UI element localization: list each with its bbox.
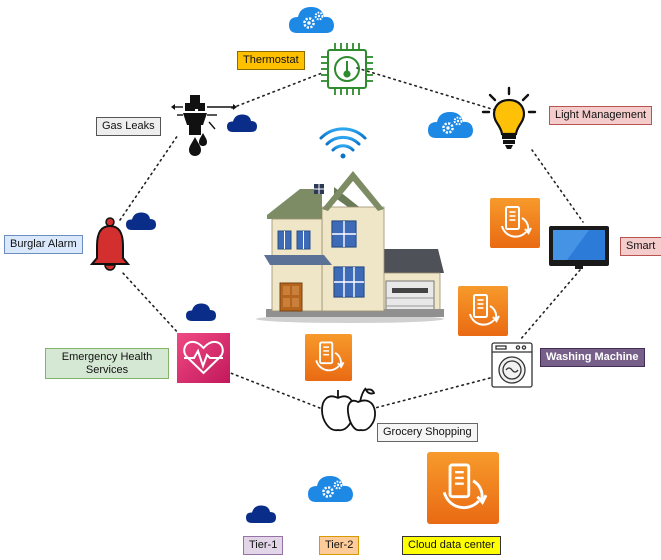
legend-cloud-data-center-label: Cloud data center: [402, 536, 501, 555]
grocery-apples-icon: [321, 387, 376, 432]
thermostat-chip-icon: [321, 43, 373, 95]
smart-tv-icon: [549, 226, 609, 269]
light-management-label: Light Management: [549, 106, 653, 125]
burglar-alarm-bell-icon: [89, 217, 131, 271]
washing-machine-icon: [491, 342, 533, 388]
tier1-edge-cloud-icon: [126, 212, 156, 230]
legend-tier2-cloud-icon: [306, 474, 355, 504]
gas-leak-icon: [171, 95, 237, 156]
legend-tier1-cloud-icon: [246, 505, 276, 523]
smart-tv-label: Smart: [620, 237, 661, 256]
cloud-data-center-icon: [489, 197, 541, 249]
connection-ring: [119, 67, 584, 411]
burglar-alarm-label: Burglar Alarm: [4, 235, 83, 254]
tier2-fog-cloud-icon: [287, 5, 336, 35]
emergency-health-label: Emergency Health Services: [45, 348, 169, 380]
house-illustration: [256, 171, 444, 323]
washing-machine-label: Washing Machine: [540, 348, 645, 367]
emergency-health-icon: [177, 333, 230, 383]
cloud-data-center-icon: [304, 333, 353, 382]
grocery-shopping-label: Grocery Shopping: [377, 423, 478, 442]
gas-leaks-label: Gas Leaks: [96, 117, 161, 136]
cloud-data-center-icon: [457, 285, 509, 337]
legend-tier2-label: Tier-2: [319, 536, 360, 555]
tier1-edge-cloud-icon: [227, 114, 257, 132]
tier1-edge-cloud-icon: [186, 303, 216, 321]
tier2-fog-cloud-icon: [426, 110, 475, 140]
legend-tier1-label: Tier-1: [243, 536, 284, 555]
thermostat-label: Thermostat: [237, 51, 305, 70]
legend-cloud-data-center-icon: [425, 450, 501, 526]
light-bulb-icon: [481, 86, 537, 149]
wifi-icon: [319, 127, 367, 159]
